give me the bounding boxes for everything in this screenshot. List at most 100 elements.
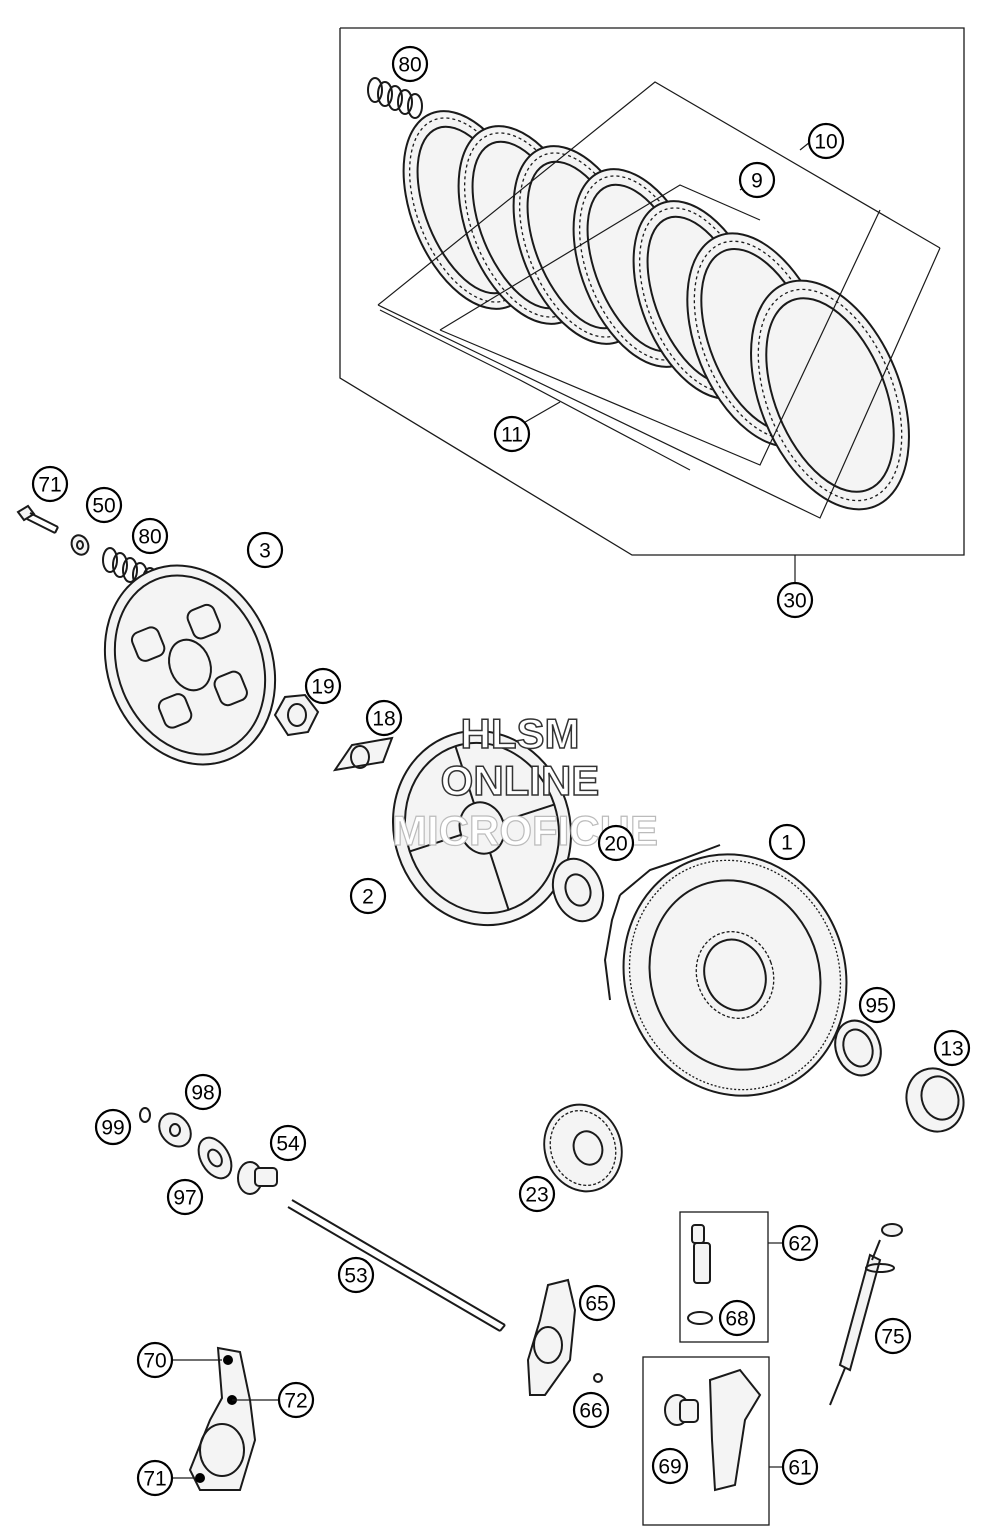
callout-c68[interactable]: 68 bbox=[718, 1299, 756, 1337]
disc-group-leaders bbox=[377, 81, 941, 519]
callout-label: 53 bbox=[344, 1265, 367, 1288]
callout-ring bbox=[277, 1381, 315, 1419]
thrust-washer-small bbox=[158, 1112, 192, 1148]
callout-c54[interactable]: 54 bbox=[269, 1124, 307, 1162]
callout-ring bbox=[85, 486, 123, 524]
callout-ring bbox=[651, 1447, 689, 1485]
thrust-washer bbox=[551, 857, 605, 923]
callout-label: 9 bbox=[751, 170, 763, 193]
pressure-plate bbox=[103, 564, 277, 766]
callout-ring bbox=[493, 415, 531, 453]
lock-washer bbox=[332, 736, 394, 772]
callout-c97[interactable]: 97 bbox=[166, 1178, 204, 1216]
slave-cylinder-box bbox=[642, 1356, 784, 1526]
washer bbox=[70, 534, 90, 556]
callout-layer: 80 10 9 11 30 71 50 80 3 19 18 2 20 1 95 13 98 99 54 97 23 62… bbox=[31, 45, 971, 1497]
callout-c72[interactable]: 72 bbox=[277, 1381, 315, 1419]
callout-ring bbox=[874, 1317, 912, 1355]
primary-gear bbox=[543, 1103, 623, 1193]
callout-label: 50 bbox=[92, 495, 115, 518]
clutch-spring-top bbox=[367, 77, 423, 119]
callout-c61[interactable]: 61 bbox=[781, 1448, 819, 1486]
callout-ring bbox=[31, 465, 69, 503]
callout-ring bbox=[518, 1175, 556, 1213]
clutch-disc-stack bbox=[402, 110, 910, 511]
callout-c9[interactable]: 9 bbox=[738, 161, 776, 199]
callout-c65[interactable]: 65 bbox=[578, 1284, 616, 1322]
callout-c75[interactable]: 75 bbox=[874, 1317, 912, 1355]
callout-c69[interactable]: 69 bbox=[651, 1447, 689, 1485]
callout-ring bbox=[136, 1459, 174, 1497]
callout-ring bbox=[166, 1178, 204, 1216]
callout-label: 23 bbox=[525, 1184, 548, 1207]
callout-ring bbox=[933, 1029, 971, 1067]
callout-c95[interactable]: 95 bbox=[858, 986, 896, 1024]
watermark-line1: HLSM bbox=[461, 710, 580, 757]
callout-label: 10 bbox=[814, 131, 837, 154]
watermark-line2: ONLINE bbox=[441, 757, 600, 804]
callout-ring bbox=[246, 531, 284, 569]
callout-label: 80 bbox=[138, 526, 161, 549]
callout-c30[interactable]: 30 bbox=[776, 581, 814, 619]
callout-c80b[interactable]: 80 bbox=[131, 517, 169, 555]
callout-c10[interactable]: 10 bbox=[807, 122, 845, 160]
callout-c98[interactable]: 98 bbox=[184, 1073, 222, 1111]
clutch-nut bbox=[273, 693, 320, 737]
callout-c50[interactable]: 50 bbox=[85, 486, 123, 524]
callout-c62[interactable]: 62 bbox=[781, 1224, 819, 1262]
callout-label: 1 bbox=[781, 832, 793, 855]
callout-ring bbox=[269, 1124, 307, 1162]
callout-ring bbox=[131, 517, 169, 555]
callout-ring bbox=[858, 986, 896, 1024]
callout-c66[interactable]: 66 bbox=[572, 1391, 610, 1429]
callout-ring bbox=[578, 1284, 616, 1322]
callout-c99[interactable]: 99 bbox=[94, 1108, 132, 1146]
callout-c23[interactable]: 23 bbox=[518, 1175, 556, 1213]
needle-bearing bbox=[834, 1019, 882, 1077]
callout-label: 11 bbox=[501, 424, 523, 447]
callout-label: 62 bbox=[788, 1233, 811, 1256]
clutch-kit-frame bbox=[339, 27, 965, 582]
pressure-plate-bolt bbox=[16, 504, 59, 534]
bushing bbox=[905, 1067, 965, 1133]
callout-c1[interactable]: 1 bbox=[768, 823, 806, 861]
callout-c13[interactable]: 13 bbox=[933, 1029, 971, 1067]
callout-ring bbox=[776, 581, 814, 619]
outer-clutch-basket bbox=[603, 844, 848, 1097]
callout-label: 71 bbox=[38, 474, 61, 497]
bleeder-kit-box bbox=[679, 1211, 782, 1343]
callout-label: 65 bbox=[585, 1293, 608, 1316]
callout-c19[interactable]: 19 bbox=[304, 667, 342, 705]
callout-label: 20 bbox=[604, 833, 627, 856]
callout-ring bbox=[136, 1341, 174, 1379]
callout-c18[interactable]: 18 bbox=[365, 699, 403, 737]
callout-label: 54 bbox=[276, 1133, 300, 1156]
retaining-ring bbox=[139, 1107, 151, 1123]
callout-label: 70 bbox=[143, 1350, 166, 1373]
slave-cylinder-gasket bbox=[526, 1278, 577, 1396]
callout-label: 72 bbox=[284, 1390, 307, 1413]
callout-c11[interactable]: 11 bbox=[493, 415, 531, 453]
callout-label: 13 bbox=[940, 1038, 963, 1061]
callout-ring bbox=[597, 824, 635, 862]
callout-c3[interactable]: 3 bbox=[246, 531, 284, 569]
callout-c2[interactable]: 2 bbox=[349, 877, 387, 915]
callout-c20[interactable]: 20 bbox=[597, 824, 635, 862]
callout-label: 18 bbox=[372, 708, 395, 731]
push-rod bbox=[287, 1199, 506, 1332]
callout-c71b[interactable]: 71 bbox=[136, 1459, 174, 1497]
inner-clutch-hub bbox=[391, 729, 573, 927]
callout-ring bbox=[781, 1224, 819, 1262]
callout-c71a[interactable]: 71 bbox=[31, 465, 69, 503]
callout-ring bbox=[337, 1256, 375, 1294]
callout-ring bbox=[304, 667, 342, 705]
callout-label: 3 bbox=[259, 540, 271, 563]
callout-label: 75 bbox=[881, 1326, 904, 1349]
callout-c80a[interactable]: 80 bbox=[391, 45, 429, 83]
callout-c70[interactable]: 70 bbox=[136, 1341, 174, 1379]
callout-label: 69 bbox=[658, 1456, 681, 1479]
callout-ring bbox=[94, 1108, 132, 1146]
callout-c53[interactable]: 53 bbox=[337, 1256, 375, 1294]
dowel-pin bbox=[593, 1373, 603, 1383]
